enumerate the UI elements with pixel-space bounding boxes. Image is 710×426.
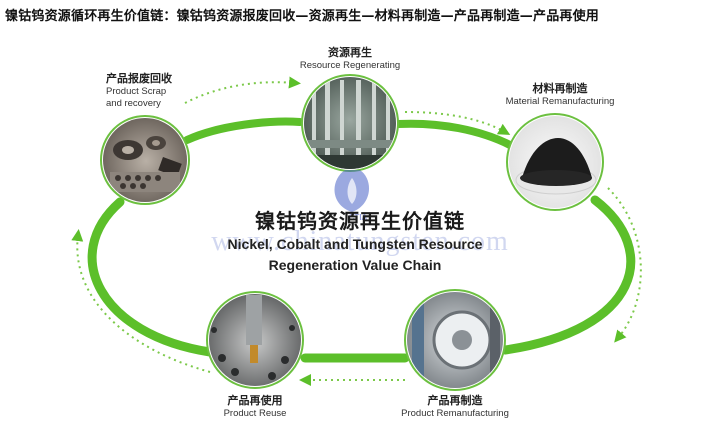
scrap-photo xyxy=(100,115,192,207)
regenerating-photo xyxy=(300,75,400,175)
stage-scrap-en1: Product Scrap xyxy=(106,86,216,98)
stage-remanufacturing-label: 产品再制造 Product Remanufacturing xyxy=(385,394,525,420)
stage-material-en: Material Remanufacturing xyxy=(495,96,625,108)
reuse-photo xyxy=(205,292,305,392)
center-title-en-line2: Regeneration Value Chain xyxy=(185,257,525,273)
stage-reuse-en: Product Reuse xyxy=(205,408,305,420)
stage-regen-label: 资源再生 Resource Regenerating xyxy=(290,46,410,72)
stage-material-cn: 材料再制造 xyxy=(495,82,625,96)
stage-reuse-label: 产品再使用 Product Reuse xyxy=(205,394,305,420)
center-title-en-line1: Nickel, Cobalt and Tungsten Resource xyxy=(185,236,525,252)
stage-regen-cn: 资源再生 xyxy=(290,46,410,60)
stage-scrap-en2: and recovery xyxy=(106,98,216,110)
material-photo xyxy=(505,114,605,214)
remanufacturing-photo xyxy=(405,290,505,390)
stage-scrap-label: 产品报废回收 Product Scrap and recovery xyxy=(106,72,216,110)
center-title-cn: 镍钴钨资源再生价值链 xyxy=(230,205,490,234)
stage-material-label: 材料再制造 Material Remanufacturing xyxy=(495,82,625,108)
stage-remanufacturing-en: Product Remanufacturing xyxy=(385,408,525,420)
stage-regen-en: Resource Regenerating xyxy=(290,60,410,72)
stage-scrap-cn: 产品报废回收 xyxy=(106,72,216,86)
stage-reuse-cn: 产品再使用 xyxy=(205,394,305,408)
stage-remanufacturing-cn: 产品再制造 xyxy=(385,394,525,408)
